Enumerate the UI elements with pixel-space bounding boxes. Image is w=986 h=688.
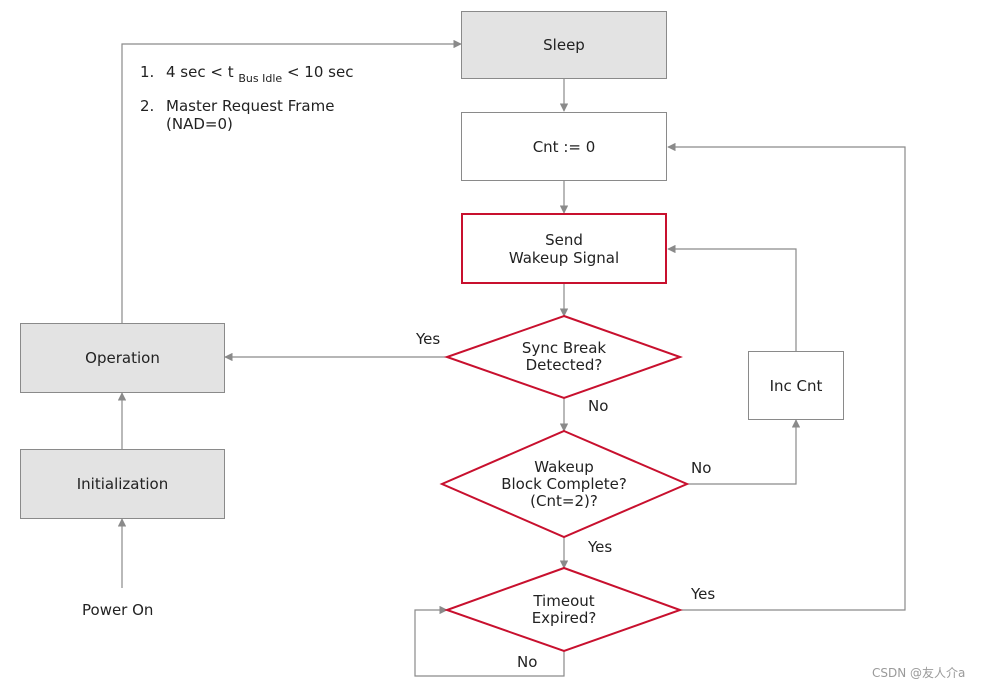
watermark: CSDN @友人介a [872,666,966,680]
send-wakeup-label: Send Wakeup Signal [508,230,620,267]
cnt-reset-step: Cnt := 0 [461,112,667,181]
edge-operation-to-sleep [121,39,462,323]
inc-cnt-step: Inc Cnt [748,351,844,420]
diamond-sync-break [443,314,684,400]
sync-no-label: No [588,397,609,415]
timeout-no-label: No [517,653,538,671]
operation-label: Operation [85,349,160,367]
sleep-state: Sleep [461,11,667,79]
initialization-state: Initialization [20,449,225,519]
edge-timeout-no-loop [414,605,565,677]
cnt-reset-label: Cnt := 0 [532,137,596,156]
edge-inccnt-to-send [667,244,797,351]
edge-timeout-yes-to-cnt [667,142,906,611]
timeout-label: Timeout Expired? [531,592,597,627]
sleep-label: Sleep [543,36,585,54]
operation-state: Operation [20,323,225,393]
initialization-label: Initialization [76,475,169,493]
condition-1: 4 sec < t Bus Idle < 10 sec [166,63,354,85]
timeout-yes-label: Yes [691,585,716,603]
condition-1-subscript: Bus Idle [238,72,283,85]
diamond-timeout [444,566,683,653]
edge-block-no-to-inccnt [687,419,801,485]
inc-cnt-label: Inc Cnt [769,376,823,395]
diamond-wakeup-block [439,429,690,539]
wakeup-block-label: Wakeup Block Complete? (Cnt=2)? [501,457,627,510]
power-on-label: Power On [82,601,154,619]
send-wakeup-step: Send Wakeup Signal [461,213,667,284]
block-no-label: No [691,459,712,477]
condition-1-prefix: 4 sec < t [166,63,234,81]
block-yes-label: Yes [588,538,613,556]
condition-1-suffix: < 10 sec [286,63,354,81]
sync-break-label: Sync Break Detected? [521,339,607,374]
condition-2-text: Master Request Frame (NAD=0) [166,97,335,133]
condition-2-number: 2. [140,97,155,115]
sync-yes-label: Yes [416,330,441,348]
condition-1-number: 1. [140,63,155,81]
